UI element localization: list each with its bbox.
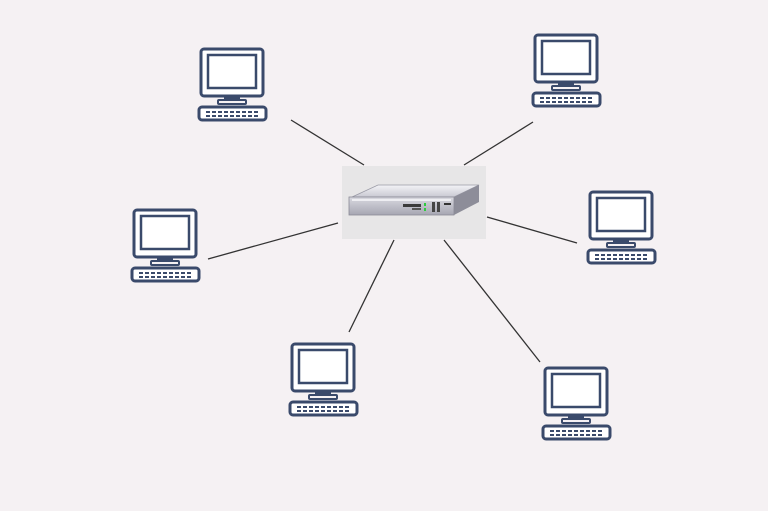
link-bottom-right (443, 239, 541, 363)
connections (207, 119, 578, 363)
server-hub (342, 166, 486, 239)
computer-middle-right (586, 190, 657, 265)
computer-icon (130, 208, 201, 283)
link-top-right (463, 121, 534, 166)
link-bottom-left (348, 239, 395, 333)
computer-icon (586, 190, 657, 265)
computer-middle-left (130, 208, 201, 283)
computer-icon (541, 366, 612, 441)
computer-icon (288, 342, 359, 417)
computer-icon (531, 33, 602, 108)
computer-bottom-right (541, 366, 612, 441)
link-middle-right (486, 216, 578, 244)
computer-top-right (531, 33, 602, 108)
link-middle-left (207, 222, 339, 260)
server-icon (348, 184, 480, 216)
computer-icon (197, 47, 268, 122)
computer-top-left (197, 47, 268, 122)
computer-bottom-left (288, 342, 359, 417)
link-top-left (290, 119, 365, 166)
